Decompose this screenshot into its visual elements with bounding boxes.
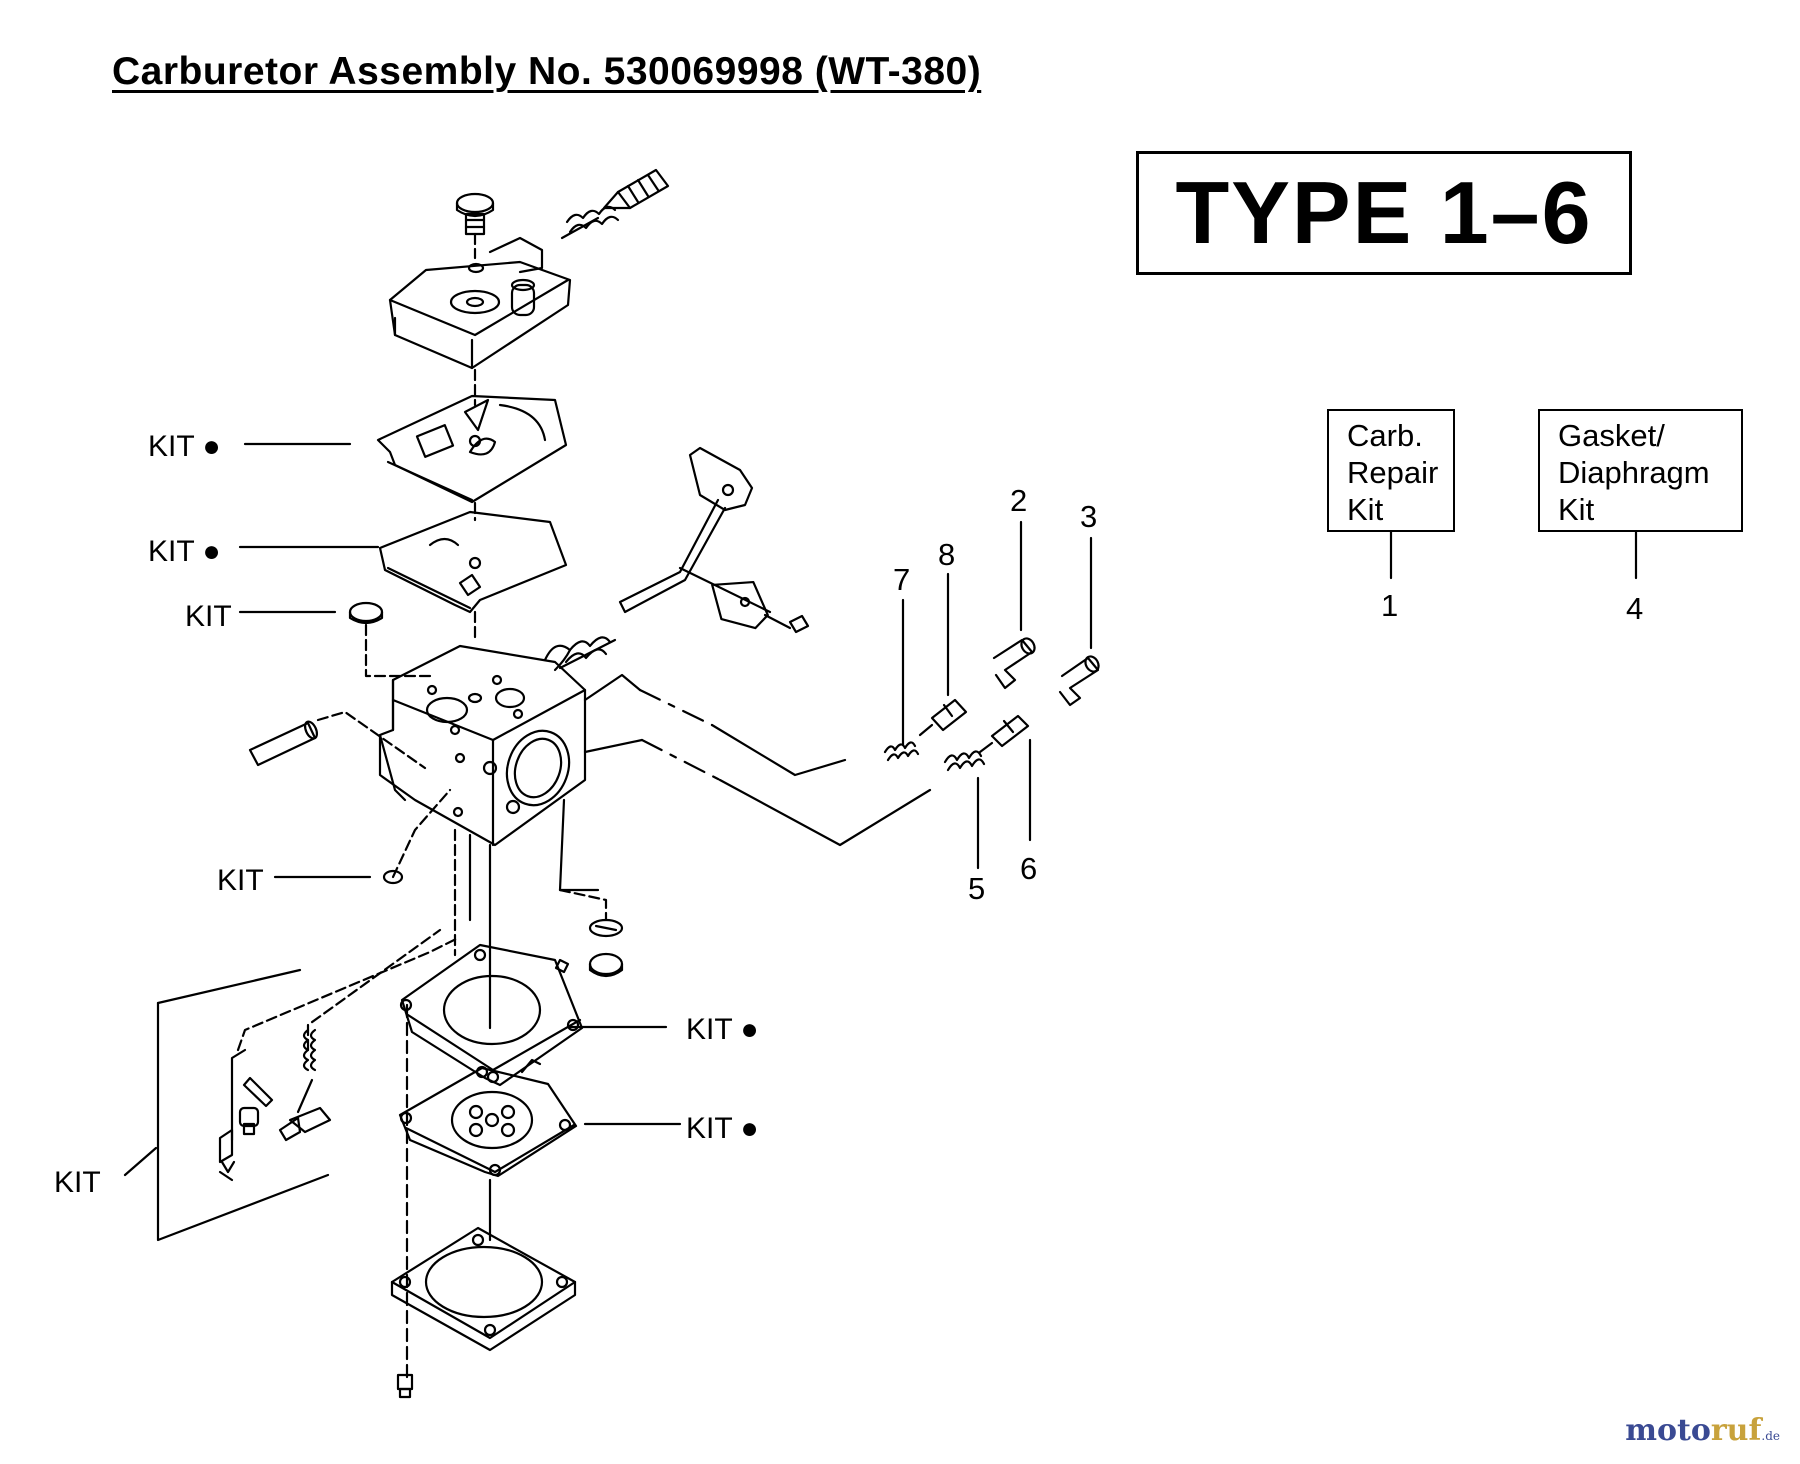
- kit-box-line: Kit: [1558, 492, 1595, 527]
- bottom-screw: [396, 1373, 414, 1399]
- limiter-cap-3: [1058, 655, 1100, 707]
- kit-label-gasket2: KIT ●: [148, 535, 221, 568]
- kit-label-washer: KIT: [217, 864, 264, 897]
- gasket-diaphragm-kit-box: Gasket/ Diaphragm Kit: [1538, 409, 1743, 532]
- kit-label-gasket1: KIT ●: [148, 430, 221, 463]
- callout-1: 1: [1381, 588, 1398, 623]
- needle-7-spring: [883, 741, 920, 762]
- metering-gasket: [399, 943, 584, 1087]
- throttle-shaft: [558, 446, 810, 670]
- carburetor-body: [378, 644, 587, 847]
- plug-group: [348, 601, 437, 678]
- watermark-part2: ruf: [1710, 1413, 1762, 1448]
- gasket-1: [376, 394, 568, 522]
- bottom-cover: [390, 1226, 577, 1352]
- needle-8: [918, 698, 968, 737]
- watermark-tld: .de: [1761, 1429, 1780, 1443]
- kit-box-line: Repair: [1347, 455, 1439, 490]
- body-drop-lines: [453, 828, 492, 1030]
- small-washer: [382, 788, 452, 885]
- carb-repair-kit-box: Carb. Repair Kit: [1327, 409, 1455, 532]
- spring-5: [943, 750, 986, 772]
- kit-label-plug: KIT: [185, 600, 232, 633]
- limiter-cap-2: [992, 637, 1036, 690]
- gasket-2: [378, 510, 568, 642]
- kit-box-line: Diaphragm: [1558, 455, 1710, 490]
- callout-4: 4: [1626, 591, 1643, 626]
- top-cover-group: [388, 168, 670, 407]
- watermark-logo: motoruf.de: [1625, 1413, 1780, 1448]
- page-title: Carburetor Assembly No. 530069998 (WT-38…: [112, 50, 982, 93]
- guide-lines: [558, 673, 932, 892]
- kit-box-line: Gasket/: [1558, 418, 1665, 453]
- kit-label-inlet-needle: KIT: [54, 1166, 101, 1199]
- kit-label-metering-gasket: KIT ●: [686, 1013, 759, 1046]
- callout-6: 6: [1020, 851, 1037, 886]
- kit-label-metering-diaphragm: KIT ●: [686, 1112, 759, 1145]
- needle-6: [978, 714, 1030, 754]
- kit-box-line: Kit: [1347, 492, 1384, 527]
- type-label: TYPE 1–6: [1175, 163, 1593, 262]
- callout-5: 5: [968, 871, 985, 906]
- callout-3: 3: [1080, 499, 1097, 534]
- inlet-needle-kit: [123, 928, 460, 1242]
- watermark-part1: moto: [1625, 1413, 1711, 1448]
- type-badge: TYPE 1–6: [1136, 151, 1632, 275]
- filter-screen: [558, 888, 624, 978]
- callout-2: 2: [1010, 483, 1027, 518]
- callout-8: 8: [938, 537, 955, 572]
- pin: [248, 710, 427, 770]
- kit-box-line: Carb.: [1347, 418, 1423, 453]
- callout-7: 7: [893, 562, 910, 597]
